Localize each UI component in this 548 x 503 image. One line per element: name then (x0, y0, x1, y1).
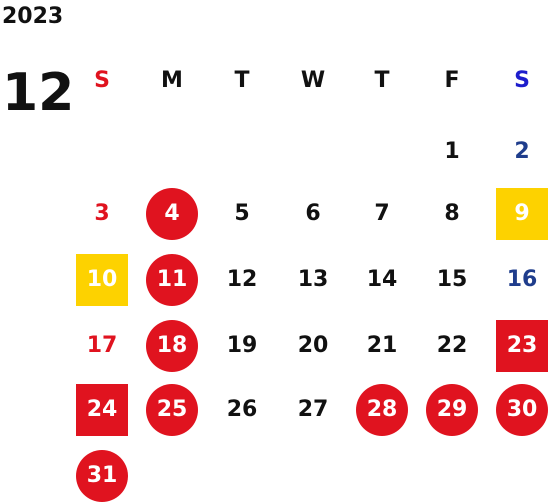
month-number: 12 (2, 63, 75, 123)
calendar-day-27[interactable]: 27 (297, 397, 329, 422)
calendar-day-13[interactable]: 13 (297, 267, 329, 292)
calendar-day-9[interactable]: 9 (496, 188, 548, 240)
calendar-day-5[interactable]: 5 (234, 201, 250, 226)
calendar-day-20[interactable]: 20 (297, 333, 329, 358)
calendar-day-28[interactable]: 28 (356, 384, 408, 436)
weekday-header-mon: M (161, 68, 183, 93)
calendar-day-24[interactable]: 24 (76, 384, 128, 436)
calendar-day-22[interactable]: 22 (436, 333, 468, 358)
calendar-day-7[interactable]: 7 (374, 201, 390, 226)
calendar-day-26[interactable]: 26 (226, 397, 258, 422)
calendar-day-18[interactable]: 18 (146, 320, 198, 372)
calendar-day-2[interactable]: 2 (514, 139, 530, 164)
calendar-day-31[interactable]: 31 (76, 450, 128, 502)
weekday-header-tue: T (234, 68, 250, 93)
calendar-day-10[interactable]: 10 (76, 254, 128, 306)
calendar-day-21[interactable]: 21 (366, 333, 398, 358)
calendar-day-30[interactable]: 30 (496, 384, 548, 436)
calendar-day-29[interactable]: 29 (426, 384, 478, 436)
weekday-header-thu: T (374, 68, 390, 93)
calendar-day-15[interactable]: 15 (436, 267, 468, 292)
year-label: 2023 (2, 4, 64, 29)
calendar-day-8[interactable]: 8 (444, 201, 460, 226)
weekday-header-wed: W (300, 68, 326, 93)
calendar-day-12[interactable]: 12 (226, 267, 258, 292)
calendar-day-16[interactable]: 16 (506, 267, 538, 292)
weekday-header-sun: S (94, 68, 110, 93)
calendar-day-4[interactable]: 4 (146, 188, 198, 240)
calendar-day-17[interactable]: 17 (86, 333, 118, 358)
calendar-day-3[interactable]: 3 (94, 201, 110, 226)
weekday-header-sat: S (514, 68, 530, 93)
calendar-day-14[interactable]: 14 (366, 267, 398, 292)
calendar-day-25[interactable]: 25 (146, 384, 198, 436)
weekday-header-fri: F (444, 68, 460, 93)
calendar-day-6[interactable]: 6 (305, 201, 321, 226)
calendar-day-1[interactable]: 1 (444, 139, 460, 164)
calendar-day-11[interactable]: 11 (146, 254, 198, 306)
calendar-day-23[interactable]: 23 (496, 320, 548, 372)
calendar-day-19[interactable]: 19 (226, 333, 258, 358)
